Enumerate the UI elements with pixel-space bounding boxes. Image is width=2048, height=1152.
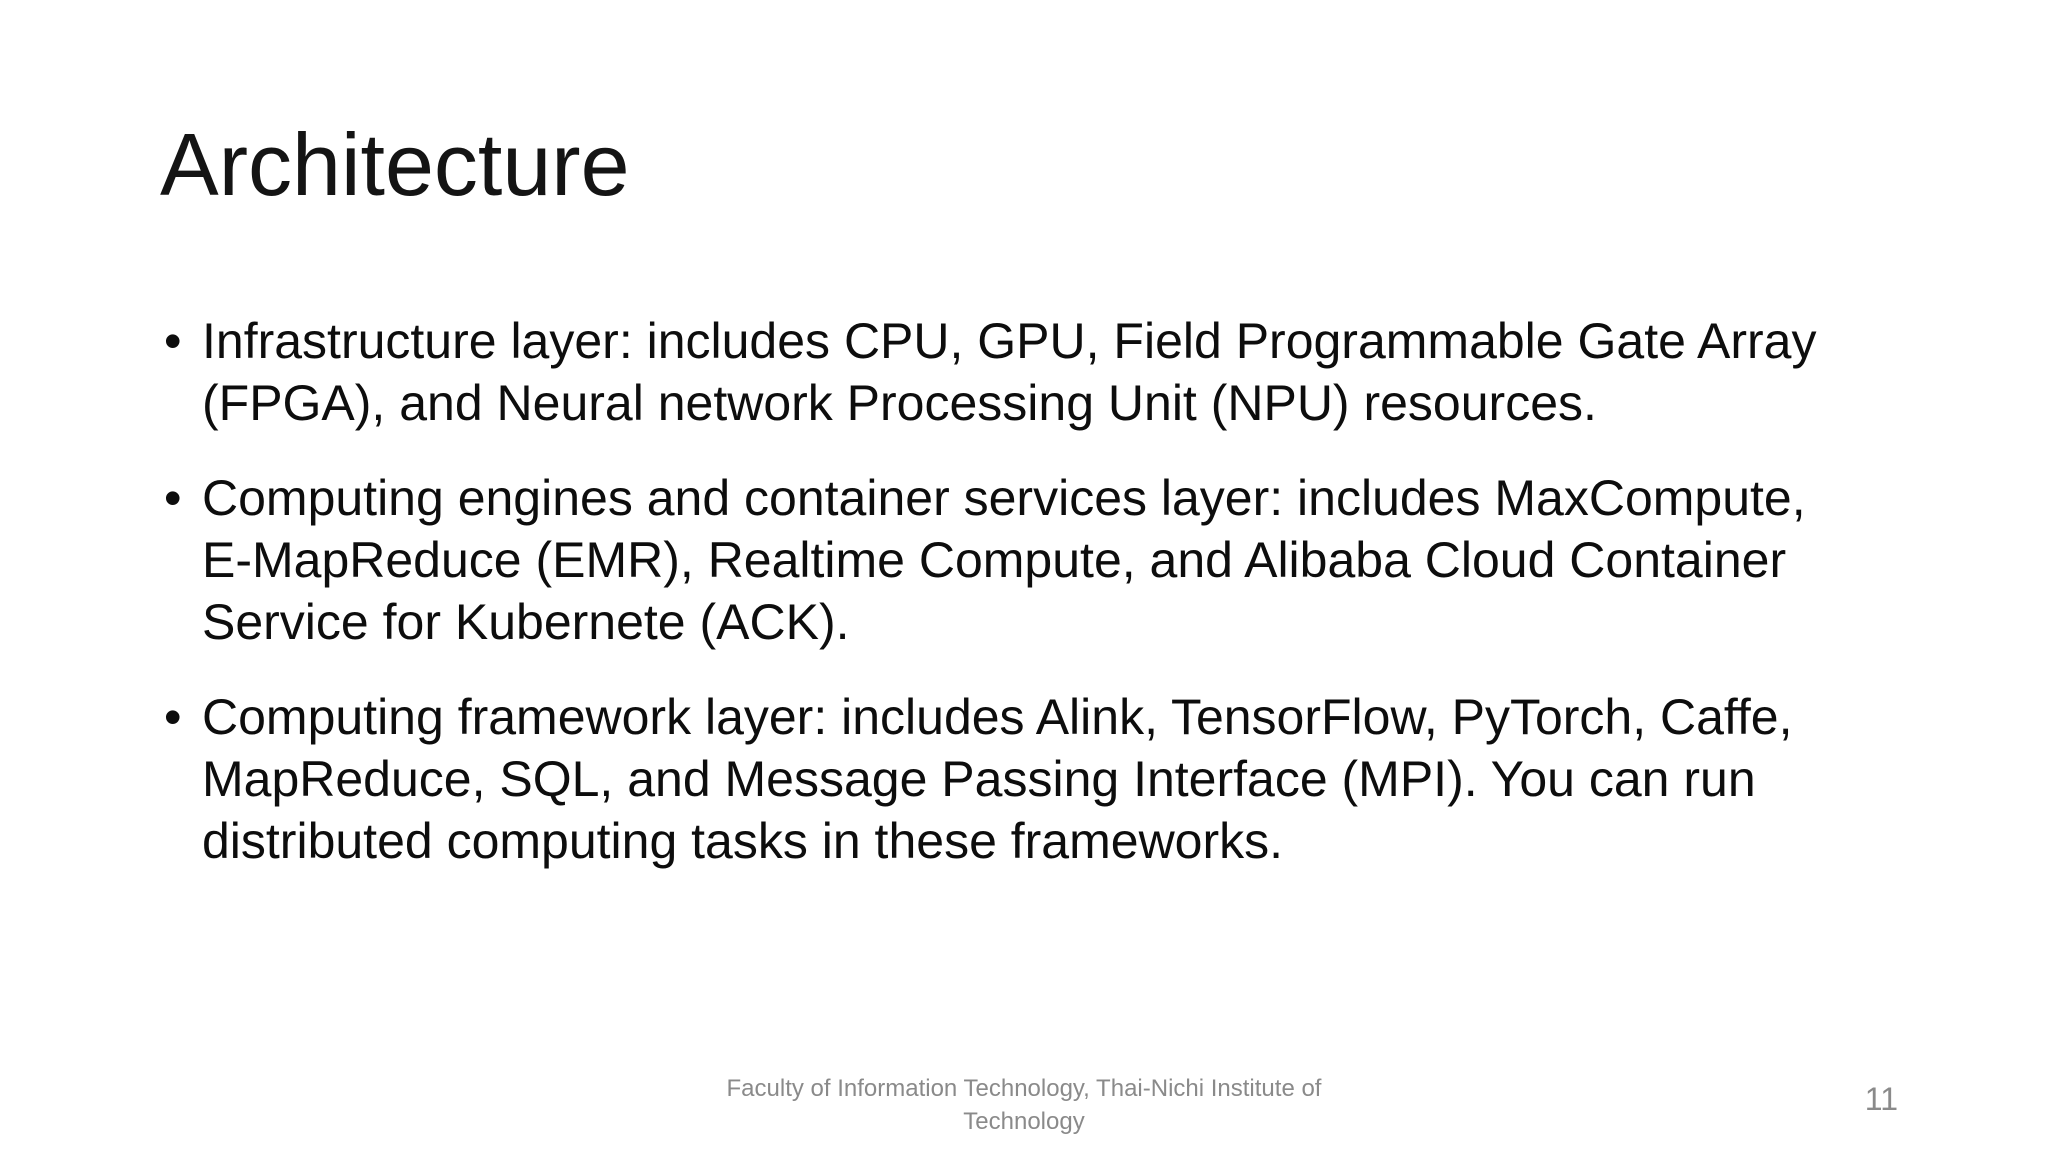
bullet-list: • Infrastructure layer: includes CPU, GP… (164, 310, 1864, 905)
bullet-text: Infrastructure layer: includes CPU, GPU,… (202, 313, 1817, 431)
bullet-icon: • (164, 470, 182, 526)
bullet-text: Computing framework layer: includes Alin… (202, 689, 1793, 869)
list-item: • Computing framework layer: includes Al… (164, 686, 1864, 872)
bullet-icon: • (164, 689, 182, 745)
slide-title: Architecture (160, 115, 630, 214)
list-item: • Infrastructure layer: includes CPU, GP… (164, 310, 1864, 434)
page-number: 11 (1864, 1081, 1898, 1117)
list-item: • Computing engines and container servic… (164, 467, 1864, 653)
bullet-icon: • (164, 313, 182, 369)
bullet-text: Computing engines and container services… (202, 470, 1806, 650)
footer-text: Faculty of Information Technology, Thai-… (726, 1075, 1322, 1135)
